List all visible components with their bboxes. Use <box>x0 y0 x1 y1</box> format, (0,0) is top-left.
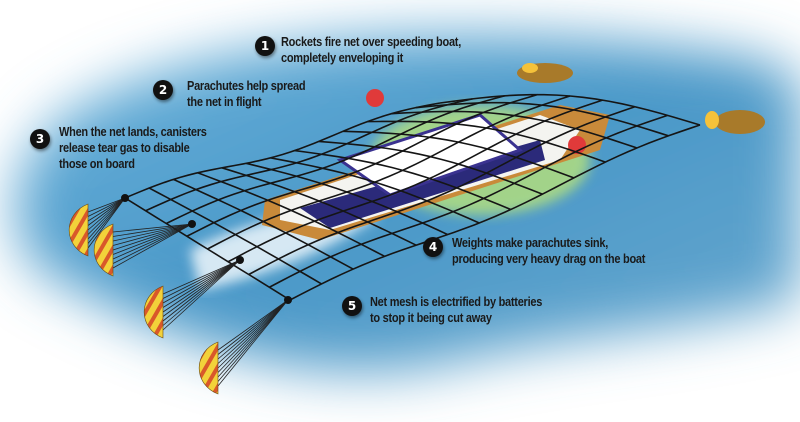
net-line <box>227 99 603 263</box>
parachute-cord <box>162 259 241 295</box>
parachute-cord <box>217 299 289 351</box>
callout-line: producing very heavy drag on the boat <box>452 252 646 266</box>
net-line <box>269 114 668 288</box>
parachute-cord <box>87 197 126 249</box>
parachutes <box>68 194 292 395</box>
parachute-cord <box>162 259 241 331</box>
parachute-cord <box>87 197 126 226</box>
net-line <box>289 124 701 301</box>
parachute-cord <box>87 197 126 231</box>
callout-line: Rockets fire net over speeding boat, <box>281 35 462 49</box>
net-line <box>207 95 571 250</box>
weight-node <box>284 296 292 304</box>
parachute-cord <box>162 259 241 304</box>
callout-line: the net in flight <box>187 95 262 109</box>
parachute-cord <box>162 259 241 308</box>
parachute <box>93 223 114 277</box>
boat <box>262 105 610 240</box>
parachute-cord <box>217 299 289 378</box>
parachute-cord <box>217 299 289 360</box>
parachute-cord <box>112 223 193 233</box>
callout-text: Parachutes help spread the net in flight <box>187 78 306 110</box>
step-number-badge: 5 <box>342 296 362 316</box>
net-line <box>145 98 473 212</box>
parachute-cord <box>217 299 289 387</box>
parachute-cord <box>87 197 126 240</box>
parachute-cord <box>217 299 289 364</box>
net-mesh <box>124 93 701 301</box>
parachute-cord <box>112 223 193 246</box>
parachute-cord <box>87 197 126 222</box>
parachute-cord <box>217 299 289 382</box>
net-line <box>165 94 506 225</box>
parachute-cord <box>87 197 126 213</box>
callout-line: Parachutes help spread <box>187 79 306 93</box>
step-number-badge: 1 <box>255 36 275 56</box>
net-line <box>248 106 636 276</box>
callout-line: Weights make parachutes sink, <box>452 236 608 250</box>
parachute-cord <box>162 259 241 313</box>
callout-4: 4 Weights make parachutes sink, producin… <box>423 235 672 267</box>
parachute-cord <box>112 223 193 264</box>
parachute-cord <box>217 299 289 369</box>
parachute-cord <box>162 259 241 326</box>
parachute-cord <box>217 299 289 355</box>
parachute-cord <box>162 259 241 322</box>
parachute-cord <box>217 299 289 373</box>
callout-text: Weights make parachutes sink, producing … <box>452 235 645 267</box>
step-number-badge: 2 <box>153 80 173 100</box>
callout-2: 2 Parachutes help spread the net in flig… <box>153 78 321 110</box>
parachute <box>143 285 164 339</box>
parachute-cord <box>162 259 241 299</box>
callout-text: Rockets fire net over speeding boat, com… <box>281 34 461 66</box>
callout-line: release tear gas to disable <box>59 141 190 155</box>
rocket-top <box>517 63 573 83</box>
net-line <box>186 93 538 237</box>
step-number-badge: 4 <box>423 237 443 257</box>
parachute-cord <box>87 197 126 217</box>
callout-text: When the net lands, canisters release te… <box>59 124 207 172</box>
parachute-cord <box>112 223 193 251</box>
weight-node <box>188 220 196 228</box>
callout-line: to stop it being cut away <box>370 311 492 325</box>
callout-5: 5 Net mesh is electrified by batteries t… <box>342 294 566 326</box>
parachute-cord <box>87 197 126 235</box>
parachute <box>68 203 89 257</box>
weight-node <box>121 194 129 202</box>
weight-node <box>236 256 244 264</box>
parachute-cord <box>87 197 126 244</box>
rocket-right <box>705 110 765 134</box>
callout-line: When the net lands, canisters <box>59 125 207 139</box>
callout-line: those on board <box>59 157 135 171</box>
parachute-cord <box>112 223 193 260</box>
parachute-cord <box>112 223 193 255</box>
parachute-cord <box>112 223 193 269</box>
net-line <box>124 102 441 199</box>
callout-1: 1 Rockets fire net over speeding boat, c… <box>255 34 486 66</box>
callout-line: completely enveloping it <box>281 51 404 65</box>
parachute-cord <box>112 223 193 242</box>
callout-line: Net mesh is electrified by batteries <box>370 295 543 309</box>
step-number-badge: 3 <box>30 129 50 149</box>
parachute <box>198 341 219 395</box>
parachute-cord <box>112 223 193 237</box>
callout-3: 3 When the net lands, canisters release … <box>30 124 227 172</box>
callout-text: Net mesh is electrified by batteries to … <box>370 294 542 326</box>
parachute-cord <box>162 259 241 317</box>
